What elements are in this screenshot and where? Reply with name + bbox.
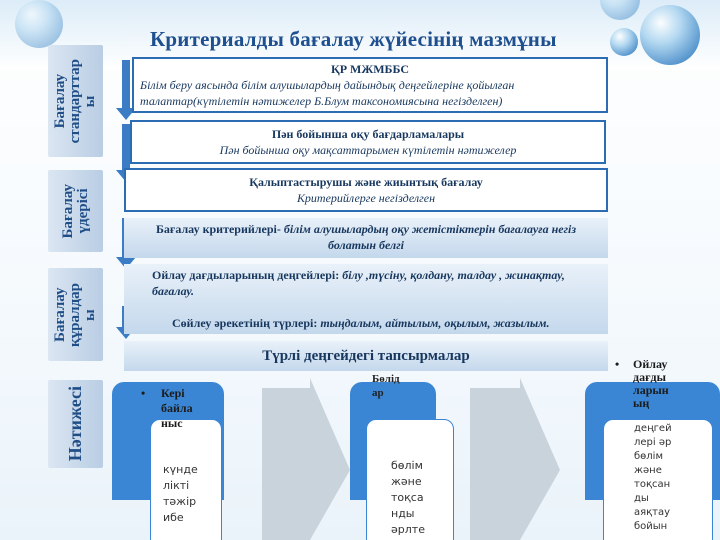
box-thinking: Ойлау дағдыларының деңгейлері: білу ,түс… bbox=[152, 267, 600, 299]
box-mzhmbbs-heading: ҚР МЖМББС bbox=[331, 62, 409, 76]
box-programs: Пән бойынша оқу бағдарламалары Пән бойын… bbox=[130, 120, 606, 164]
result-column-1-card: күнде лікті тәжір ибе bbox=[150, 419, 222, 540]
flow-arrow-down bbox=[116, 108, 136, 120]
box-tasks-text: Түрлі деңгейдегі тапсырмалар bbox=[262, 348, 470, 364]
box-speech-text: тыңдалым, айтылым, оқылым, жазылым. bbox=[317, 316, 550, 330]
side-label-process: Бағалау үдерісі bbox=[48, 170, 103, 252]
box-formative-heading: Қалыптастырушы және жиынтық бағалау bbox=[249, 175, 483, 189]
result-arrow-1 bbox=[262, 378, 350, 540]
result-column-1-bullet: • Кері байла ныс bbox=[141, 386, 215, 431]
box-criteria: Бағалау критерийлері- білім алушылардың … bbox=[124, 218, 608, 258]
box-mzhmbbs-text: Білім беру аясында білім алушылардың дай… bbox=[140, 78, 515, 108]
decorative-bubble bbox=[610, 28, 638, 56]
bullet-dot-icon: • bbox=[141, 386, 146, 400]
result-arrow-2 bbox=[470, 378, 560, 540]
box-formative-text: Критерийлерге негізделген bbox=[296, 191, 436, 205]
flow-arrow-stem bbox=[122, 60, 130, 108]
decorative-bubble bbox=[600, 0, 640, 20]
box-programs-heading: Пән бойынша оқу бағдарламалары bbox=[271, 127, 465, 141]
box-mzhmbbs: ҚР МЖМББС Білім беру аясында білім алушы… bbox=[132, 57, 608, 113]
box-speech-lead: Сөйлеу әрекетінің түрлері: bbox=[172, 316, 318, 330]
result-column-2-body: бөлім және тоқса нды әрлте bbox=[391, 459, 425, 536]
side-label-result: Нәтижесі bbox=[48, 380, 103, 468]
box-criteria-text: білім алушылардың оқу жетістіктерін баға… bbox=[280, 222, 577, 252]
result-column-3-body: деңгей лері әр бөлім және тоқсан ды аяқт… bbox=[634, 423, 672, 532]
result-column-1-body: күнде лікті тәжір ибе bbox=[163, 463, 198, 524]
box-thinking-lead: Ойлау дағдыларының деңгейлері: bbox=[152, 268, 340, 282]
page-title: Критериалды бағалау жүйесінің мазмұны bbox=[150, 27, 557, 51]
result-column-3-bullet-text: Ойлау дағды ларын ың bbox=[633, 357, 669, 410]
decorative-bubble bbox=[15, 0, 63, 48]
side-label-standards: Бағалау стандарттар ы bbox=[48, 45, 103, 157]
box-speech: Сөйлеу әрекетінің түрлері: тыңдалым, айт… bbox=[152, 315, 600, 331]
box-tasks: Түрлі деңгейдегі тапсырмалар bbox=[124, 341, 608, 371]
result-column-2-head: Бөлід ар bbox=[372, 373, 400, 399]
flow-arrow-stem bbox=[122, 124, 130, 172]
result-column-3-bullet: • Ойлау дағды ларын ың bbox=[615, 357, 697, 410]
box-skills: Ойлау дағдыларының деңгейлері: білу ,түс… bbox=[124, 264, 608, 334]
box-thinking-text: білу ,түсіну, қолдану, талдау , жинақтау… bbox=[152, 268, 565, 298]
box-criteria-lead: Бағалау критерийлері- bbox=[155, 222, 281, 236]
box-programs-text: Пән бойынша оқу мақсаттарымен күтілетін … bbox=[219, 143, 517, 157]
box-formative: Қалыптастырушы және жиынтық бағалау Крит… bbox=[124, 168, 608, 212]
decorative-bubble bbox=[640, 5, 700, 65]
bullet-dot-icon: • bbox=[615, 357, 620, 371]
side-label-tools: Бағалау құралдар ы bbox=[48, 268, 103, 361]
result-column-3-card: деңгей лері әр бөлім және тоқсан ды аяқт… bbox=[603, 419, 713, 540]
result-column-1-bullet-text: Кері байла ныс bbox=[161, 386, 193, 430]
result-column-2-card: бөлім және тоқса нды әрлте bbox=[366, 419, 454, 540]
